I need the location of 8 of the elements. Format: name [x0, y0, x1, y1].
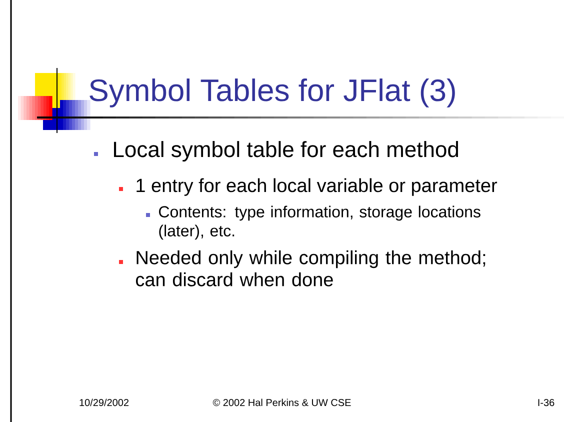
bullet-text: 1 entry for each local variable or parameter	[136, 178, 498, 196]
slide-title: Symbol Tables for JFlat (3)	[90, 78, 455, 108]
bullet-text: Contents: type information, storage locations (later), etc.	[159, 206, 480, 240]
footer-text: 10/29/2002	[80, 398, 129, 406]
bullet-text: Local symbol table for each method	[114, 141, 458, 162]
footer-text: I-36	[538, 399, 554, 406]
footer-text: © 2002 Hal Perkins & UW CSE	[212, 398, 351, 406]
bullet-text: Needed only while compiling the method; can discard when done	[136, 250, 486, 286]
